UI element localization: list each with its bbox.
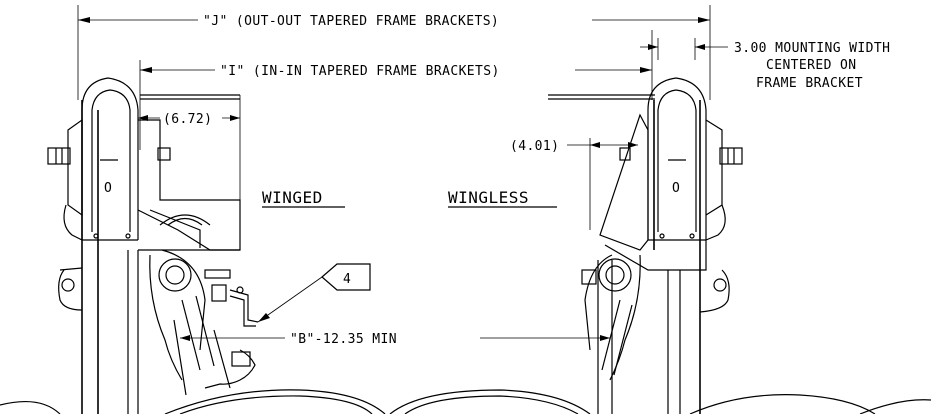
mount-width-line3: FRAME BRACKET [756, 76, 863, 91]
left-hanger-mark: O [104, 181, 112, 196]
dim-401-label: (4.01) [510, 139, 559, 154]
dim-j-group [77, 5, 711, 100]
right-wingless-assembly: O [389, 77, 931, 414]
dim-i-label: "I" (IN-IN TAPERED FRAME BRACKETS) [220, 64, 500, 79]
dim-672-label: (6.72) [163, 112, 212, 127]
winged-label: WINGED [262, 188, 323, 207]
right-hanger-mark: O [672, 181, 680, 196]
dim-b-label: "B"-12.35 MIN [290, 332, 397, 347]
dim-j-label: "J" (OUT-OUT TAPERED FRAME BRACKETS) [203, 14, 499, 29]
wingless-label: WINGLESS [448, 188, 529, 207]
mount-width-line1: 3.00 MOUNTING WIDTH [734, 41, 890, 56]
dim-i-group [139, 30, 653, 150]
left-winged-assembly: O [0, 77, 386, 414]
callout-flag [257, 263, 371, 323]
mount-width-line2: CENTERED ON [766, 58, 857, 73]
callout-number: 4 [343, 272, 351, 287]
dim-mount-group [640, 38, 728, 60]
